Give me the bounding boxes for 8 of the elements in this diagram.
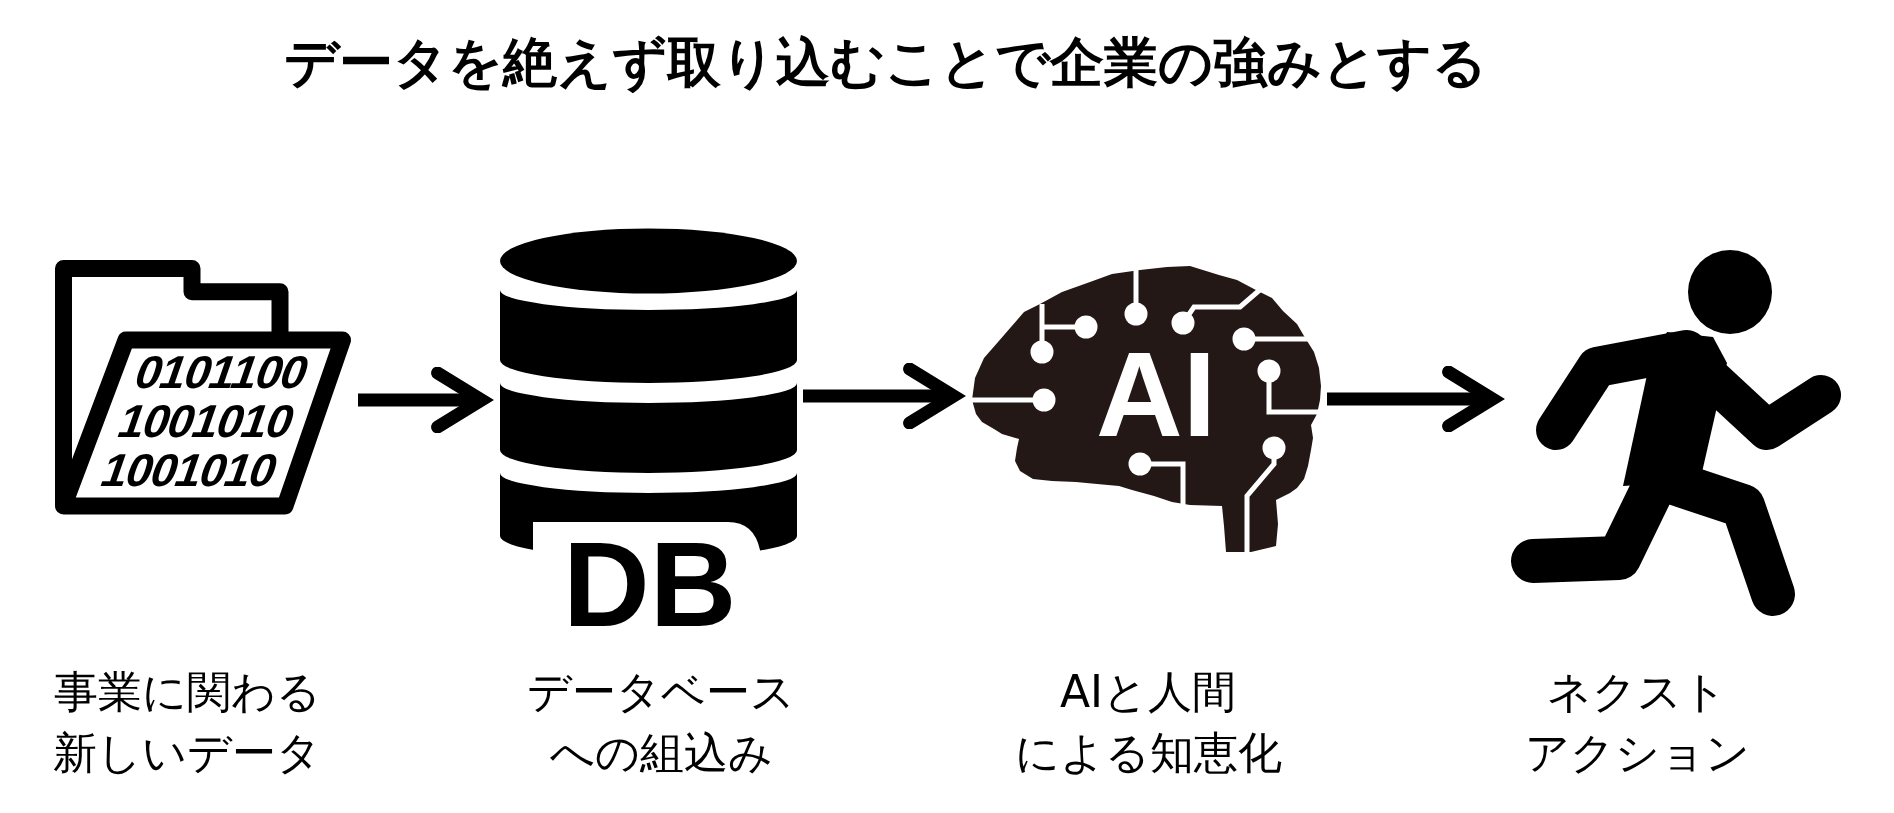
node-caption: AIと人間による知恵化	[1014, 665, 1282, 780]
binary-digits: 0101100 1001010 1001010	[94, 348, 317, 495]
node-caption: データベースへの組込み	[527, 665, 795, 780]
title: データを絶えず取り込むことで企業の強みとする	[284, 30, 1487, 96]
node-caption: ネクストアクション	[1524, 665, 1750, 780]
node-caption: 事業に関わる新しいデータ	[53, 665, 321, 780]
icon-label: DB	[563, 538, 737, 630]
icon-label: AI	[1096, 348, 1216, 440]
